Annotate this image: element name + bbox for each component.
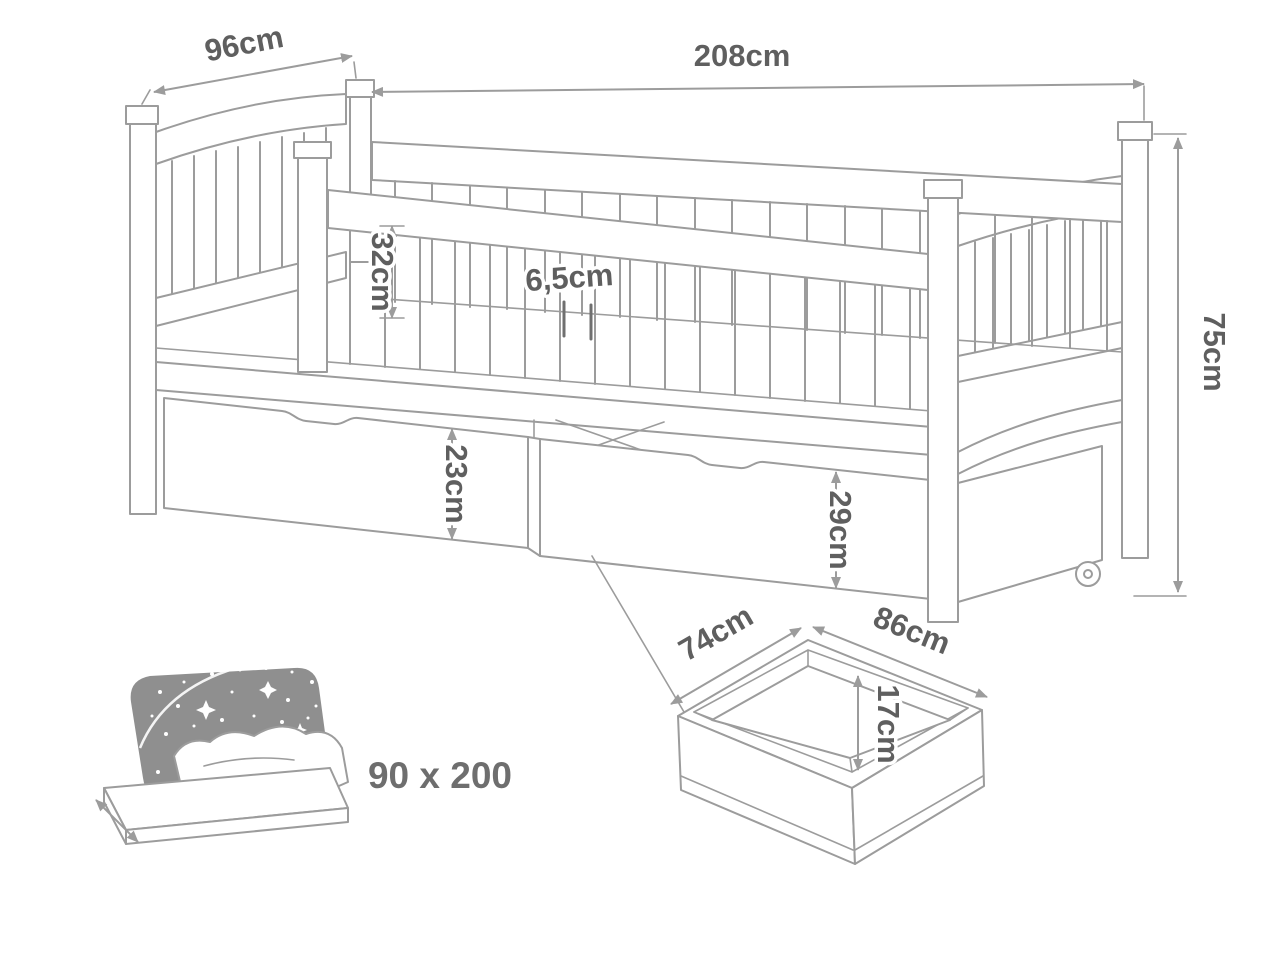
headboard-arch bbox=[155, 93, 347, 165]
post-cap bbox=[923, 179, 963, 199]
duvet-fold-line bbox=[203, 757, 295, 767]
dim-bed-length: 208cm bbox=[371, 35, 1145, 121]
base-cross-braces bbox=[533, 419, 951, 479]
resize-arrow-icon bbox=[95, 799, 139, 843]
dimension-line bbox=[812, 626, 988, 698]
storage-drawers bbox=[163, 397, 1103, 603]
detail-leader-line bbox=[591, 555, 685, 713]
back-lower-rail-line bbox=[371, 297, 1123, 353]
post-body bbox=[1121, 139, 1149, 559]
front-right-post bbox=[923, 179, 963, 623]
dim-drawer-inner-height: 17cm bbox=[853, 675, 910, 771]
drawer-base-lines bbox=[680, 775, 984, 851]
dimension-line bbox=[670, 627, 802, 705]
post-cap bbox=[1117, 121, 1153, 141]
dim-bed-height: 75cm bbox=[1133, 133, 1236, 597]
post-body bbox=[927, 197, 959, 623]
mattress-edge-line bbox=[155, 347, 945, 413]
footboard-slats bbox=[974, 212, 1102, 353]
mattress-size-label: 90 x 200 bbox=[368, 755, 512, 796]
dim-left-drawer-height: 23cm bbox=[436, 428, 478, 540]
drawer-inner-corners bbox=[693, 649, 969, 773]
slat-spacing-label: 6,5cm bbox=[524, 257, 614, 298]
back-right-post bbox=[1117, 121, 1153, 559]
bed-length-label: 208cm bbox=[694, 38, 791, 73]
dim-guard-rail-height: 32cm bbox=[362, 225, 405, 319]
guard-post-cap bbox=[293, 141, 332, 159]
dim-right-drawer-height: 29cm bbox=[820, 471, 862, 589]
drawer-front-right-face bbox=[851, 709, 985, 865]
dimension-line bbox=[153, 53, 353, 95]
post-body bbox=[129, 123, 157, 515]
front-left-post bbox=[125, 105, 159, 515]
drawer-wheel-hub bbox=[1083, 569, 1093, 579]
bed-height-label: 75cm bbox=[1197, 312, 1232, 391]
dim-slat-spacing: 6,5cm bbox=[521, 254, 618, 341]
bed-drawing bbox=[125, 79, 1153, 623]
post-cap bbox=[125, 105, 159, 125]
blanket-arc bbox=[138, 666, 237, 749]
slat-gap-ticks bbox=[562, 300, 593, 341]
dimension-line bbox=[371, 79, 1145, 97]
mattress-icon bbox=[103, 725, 349, 845]
left-drawer-height-label: 23cm bbox=[439, 444, 474, 523]
right-drawer-height-label: 29cm bbox=[823, 490, 858, 569]
guard-post-body bbox=[297, 157, 328, 373]
extension-lines bbox=[141, 61, 357, 105]
footboard-bottom-curve bbox=[957, 399, 1123, 475]
left-drawer-front bbox=[163, 397, 529, 549]
right-drawer-front bbox=[539, 438, 959, 603]
post-cap bbox=[345, 79, 375, 98]
guard-rail-slats bbox=[349, 227, 911, 410]
extension-lines bbox=[1133, 133, 1187, 597]
mattress-size-icon: 90 x 200 bbox=[95, 666, 516, 845]
drawer-divider bbox=[527, 436, 541, 557]
drawer-inner-height-label: 17cm bbox=[871, 684, 906, 763]
guard-rail-height-label: 32cm bbox=[365, 232, 400, 311]
